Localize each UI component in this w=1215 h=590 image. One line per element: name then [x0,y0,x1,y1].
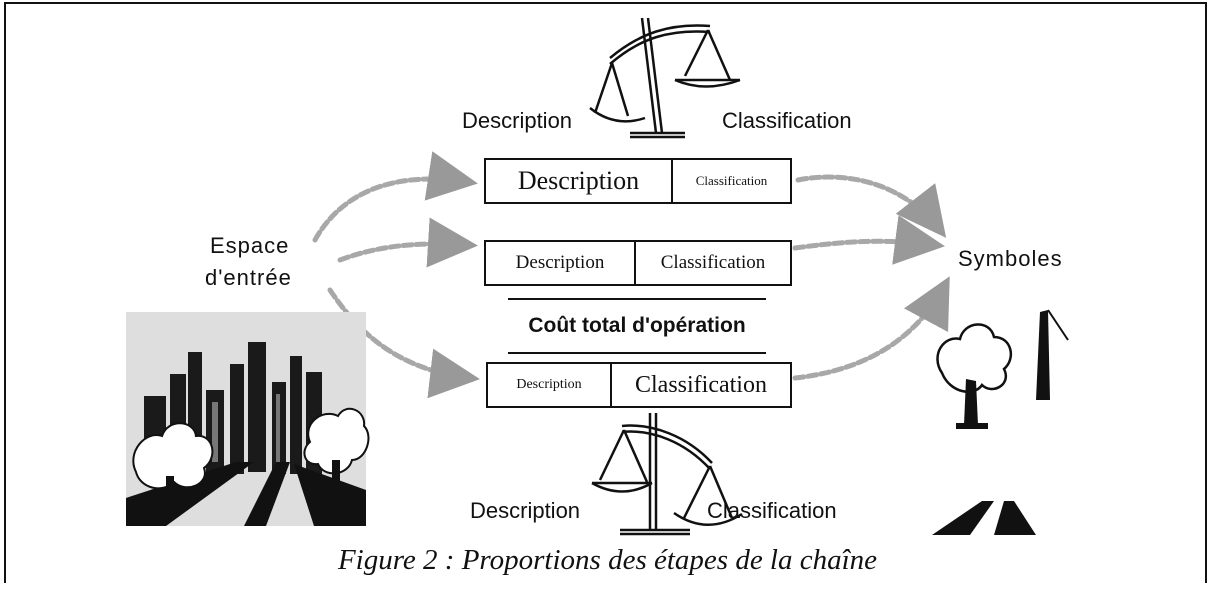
bar-3-description: Description [516,377,582,392]
tree-symbol-icon [936,323,1013,429]
symbols-label: Symboles [958,246,1063,271]
proportion-bar-3: Description Classification [486,362,792,408]
balance-scale-bottom-icon [591,413,743,536]
road-symbol-icon [932,501,1036,535]
bar-1-classification: Classification [671,160,790,202]
top-scale-left-label: Description [462,108,573,133]
proportion-bar-2: Description Classification [484,240,792,286]
arrow-out-mid [792,215,945,265]
input-space-label-line2: d'entrée [205,265,292,290]
bottom-scale-right-label: Classification [707,498,837,523]
figure-frame [4,2,1207,583]
balance-scale-top-icon [589,17,741,139]
bar-3-classification: Classification [610,364,790,406]
arrow-in-top [312,151,478,243]
bar-2-classification: Classification [634,242,790,284]
bar-2-description: Description [515,252,605,273]
bottom-scale-left-label: Description [470,498,581,523]
total-cost-label: Coût total d'opération [508,298,766,354]
figure-caption: Figure 2 : Proportions des étapes de la … [337,544,878,576]
bar-1-description: Description [517,166,640,195]
proportion-bar-1: Description Classification [484,158,792,204]
building-symbol-icon [1036,309,1069,400]
arrow-in-mid [337,217,478,268]
city-scene-image [126,312,370,526]
top-scale-right-label: Classification [722,108,852,133]
arrow-out-bottom [792,276,950,381]
arrow-out-top [795,174,947,238]
arrow-in-bottom [327,287,480,399]
input-space-label-line1: Espace [210,233,290,258]
